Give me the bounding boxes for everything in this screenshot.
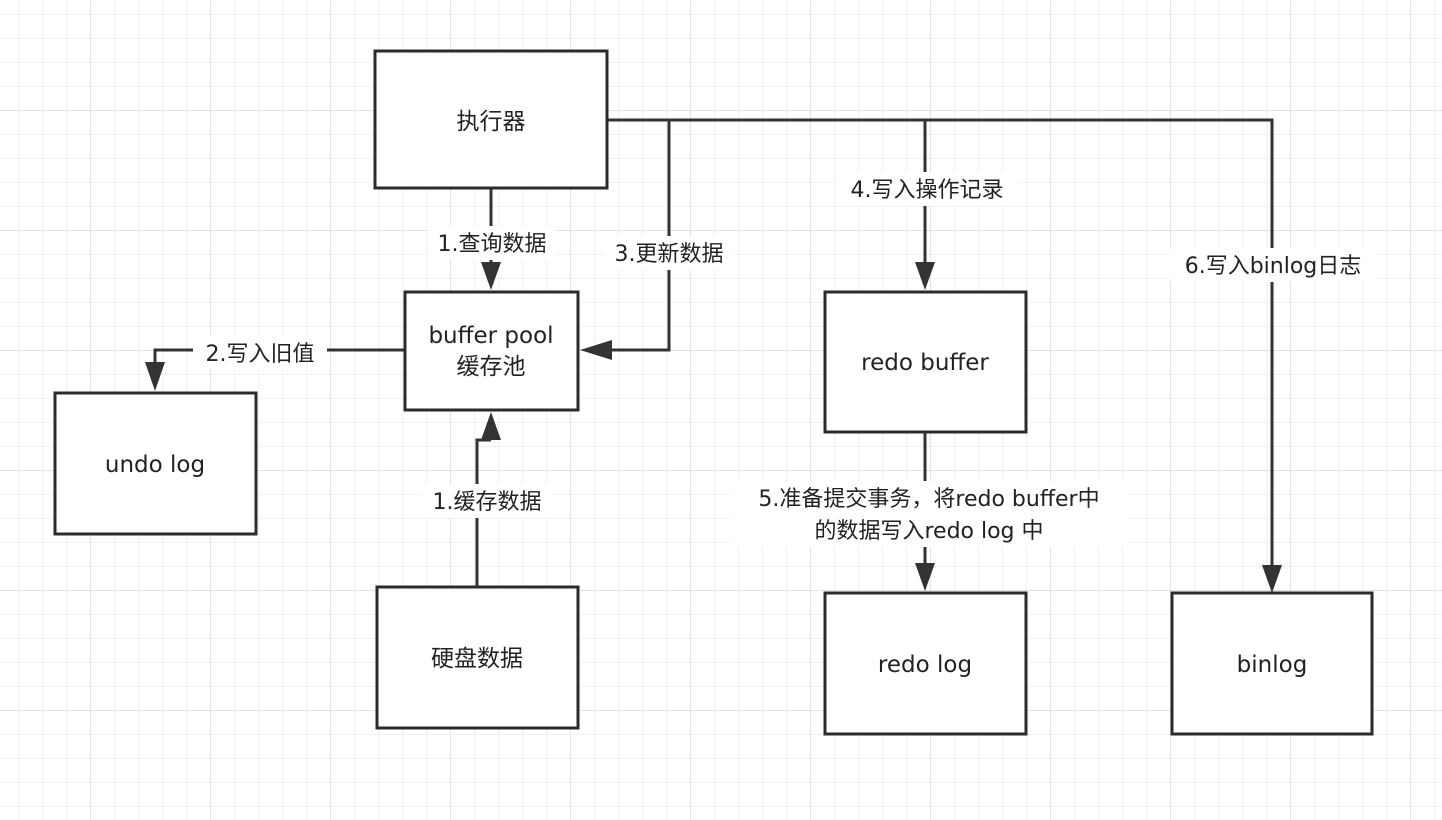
edge-label-write-binlog: 6.写入binlog日志	[1170, 248, 1376, 282]
edge-label-write-old-value: 2.写入旧值	[193, 336, 327, 370]
node-redo-log: redo log	[823, 591, 1028, 736]
edge-write-binlog	[925, 118, 1282, 593]
edge-label-update-data: 3.更新数据	[604, 236, 734, 270]
edge-cache-data	[475, 412, 501, 587]
write-op-record-text: 4.写入操作记录	[851, 178, 1004, 203]
node-binlog: binlog	[1170, 591, 1374, 736]
redo-log-label: redo log	[878, 652, 972, 678]
query-data-text: 1.查询数据	[438, 232, 547, 257]
edge-label-prepare-commit: 5.准备提交事务，将redo buffer中 的数据写入redo log 中	[730, 481, 1128, 547]
write-binlog-text: 6.写入binlog日志	[1185, 254, 1362, 279]
buffer-pool-label-line1: buffer pool	[428, 323, 553, 349]
edge-update-data	[580, 118, 671, 360]
executor-label: 执行器	[457, 109, 526, 135]
cache-data-text: 1.缓存数据	[433, 490, 542, 515]
prepare-commit-text-line2: 的数据写入redo log 中	[814, 519, 1043, 544]
write-old-value-text: 2.写入旧值	[206, 342, 315, 367]
binlog-label: binlog	[1237, 652, 1308, 678]
edge-label-write-op-record: 4.写入操作记录	[836, 172, 1018, 206]
node-buffer-pool: buffer pool 缓存池	[403, 290, 580, 412]
edge-label-query-data: 1.查询数据	[428, 226, 556, 260]
node-undo-log: undo log	[53, 391, 258, 536]
node-disk-data: 硬盘数据	[375, 585, 580, 730]
node-executor: 执行器	[373, 49, 609, 190]
prepare-commit-text-line1: 5.准备提交事务，将redo buffer中	[758, 487, 1099, 512]
edge-label-cache-data: 1.缓存数据	[422, 484, 552, 518]
update-data-text: 3.更新数据	[615, 242, 724, 267]
redo-buffer-label: redo buffer	[861, 350, 989, 376]
node-redo-buffer: redo buffer	[823, 290, 1028, 434]
undo-log-label: undo log	[105, 452, 205, 478]
buffer-pool-label-line2: 缓存池	[457, 354, 526, 380]
disk-data-label: 硬盘数据	[431, 646, 523, 672]
